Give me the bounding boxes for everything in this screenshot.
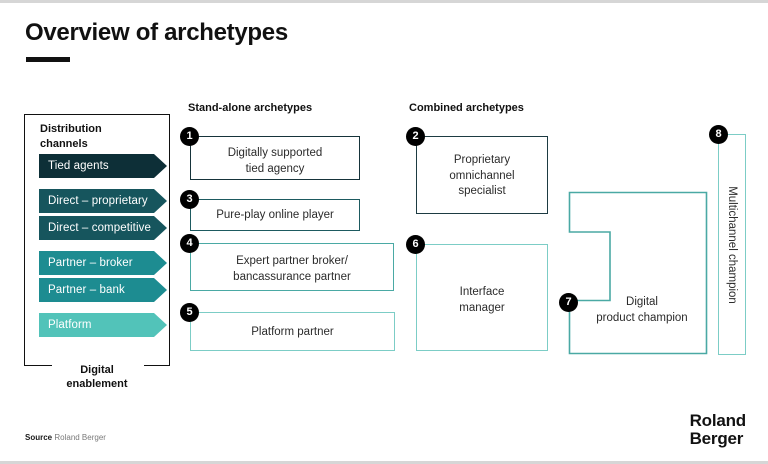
title-underline-rule [26, 57, 70, 62]
source-label: Source [25, 433, 53, 442]
archetype-box-5[interactable]: Platform partner [190, 312, 395, 351]
section-header-standalone: Stand-alone archetypes [188, 102, 313, 114]
channel-chevron-tied-agents[interactable]: Tied agents [39, 154, 167, 178]
archetype-badge-4: 4 [180, 234, 199, 253]
archetype-badge-6: 6 [406, 235, 425, 254]
channel-label-direct-proprietary: Direct – proprietary [48, 195, 148, 207]
archetype-label-6-line1: Interface [459, 286, 505, 298]
archetype-label-8: Multichannel champion [726, 185, 738, 304]
distribution-panel-footer: Digital enablement [24, 363, 170, 392]
archetype-label-7-line2: product champion [596, 311, 688, 324]
archetype-label-7: Digital product champion [580, 295, 704, 326]
archetype-label-3-line1: Pure-play online player [216, 209, 334, 221]
archetype-label-1-line1: Digitally supported [227, 147, 323, 159]
archetype-label-4-line2: bancassurance partner [233, 270, 351, 283]
archetype-label-6-line2: manager [459, 301, 505, 314]
channel-label-direct-competitive: Direct – competitive [48, 222, 151, 234]
distribution-panel-title: Distribution channels [40, 122, 160, 151]
distribution-panel-title-line2: channels [40, 137, 88, 150]
archetype-label-5: Platform partner [191, 325, 394, 341]
archetype-label-1-line2: tied agency [245, 162, 305, 175]
archetype-badge-3: 3 [180, 190, 199, 209]
roland-berger-logo: Roland Berger [689, 411, 747, 448]
archetype-label-4-line1: Expert partner broker/ [236, 255, 348, 267]
distribution-panel-title-line1: Distribution [40, 123, 102, 135]
archetype-badge-8: 8 [709, 125, 728, 144]
archetype-label-3: Pure-play online player [191, 208, 359, 224]
channel-chevron-direct-proprietary[interactable]: Direct – proprietary [39, 189, 167, 213]
archetype-label-1: Digitally supported tied agency [191, 146, 359, 177]
channel-label-tied-agents: Tied agents [48, 160, 109, 172]
archetype-badge-7: 7 [559, 293, 578, 312]
archetype-badge-5: 5 [180, 303, 199, 322]
section-header-combined: Combined archetypes [409, 102, 524, 114]
archetype-label-7-line1: Digital [626, 296, 658, 308]
distribution-panel-footer-line1: Digital [80, 364, 114, 376]
archetype-label-2-line3: specialist [458, 185, 506, 198]
channel-label-partner-bank: Partner – bank [48, 284, 125, 296]
archetype-box-3[interactable]: Pure-play online player [190, 199, 360, 231]
distribution-channels-panel: Distribution channels Tied agents Direct… [24, 114, 170, 390]
archetype-label-2: Proprietary omnichannel specialist [417, 153, 547, 200]
channel-chevron-partner-broker[interactable]: Partner – broker [39, 251, 167, 275]
channel-label-partner-broker: Partner – broker [48, 257, 133, 269]
distribution-panel-border-gap [52, 363, 144, 368]
logo-line2: Berger [689, 428, 744, 448]
archetype-box-2[interactable]: Proprietary omnichannel specialist [416, 136, 548, 214]
archetype-box-7-outline [568, 191, 708, 355]
archetype-label-2-line2: omnichannel [449, 169, 515, 182]
distribution-panel-footer-line2: enablement [66, 378, 128, 391]
archetype-label-6: Interface manager [417, 285, 547, 316]
archetype-box-7[interactable]: Digital product champion [568, 191, 708, 355]
archetype-badge-1: 1 [180, 127, 199, 146]
channel-chevron-direct-competitive[interactable]: Direct – competitive [39, 216, 167, 240]
source-note: Source Roland Berger [25, 433, 106, 442]
archetype-label-4: Expert partner broker/ bancassurance par… [191, 254, 393, 285]
channel-chevron-list: Tied agents Direct – proprietary Direct … [39, 154, 167, 340]
page-title: Overview of archetypes [25, 19, 288, 46]
source-value: Roland Berger [54, 433, 106, 442]
archetype-badge-2: 2 [406, 127, 425, 146]
channel-label-platform: Platform [48, 319, 92, 331]
archetype-box-1[interactable]: Digitally supported tied agency [190, 136, 360, 180]
logo-line1: Roland [689, 411, 747, 430]
archetype-box-6[interactable]: Interface manager [416, 244, 548, 351]
archetype-label-5-line1: Platform partner [251, 326, 334, 338]
archetype-box-8[interactable]: Multichannel champion [718, 134, 746, 355]
channel-chevron-partner-bank[interactable]: Partner – bank [39, 278, 167, 302]
channel-chevron-platform[interactable]: Platform [39, 313, 167, 337]
archetype-label-2-line1: Proprietary [453, 154, 511, 166]
archetype-box-4[interactable]: Expert partner broker/ bancassurance par… [190, 243, 394, 291]
